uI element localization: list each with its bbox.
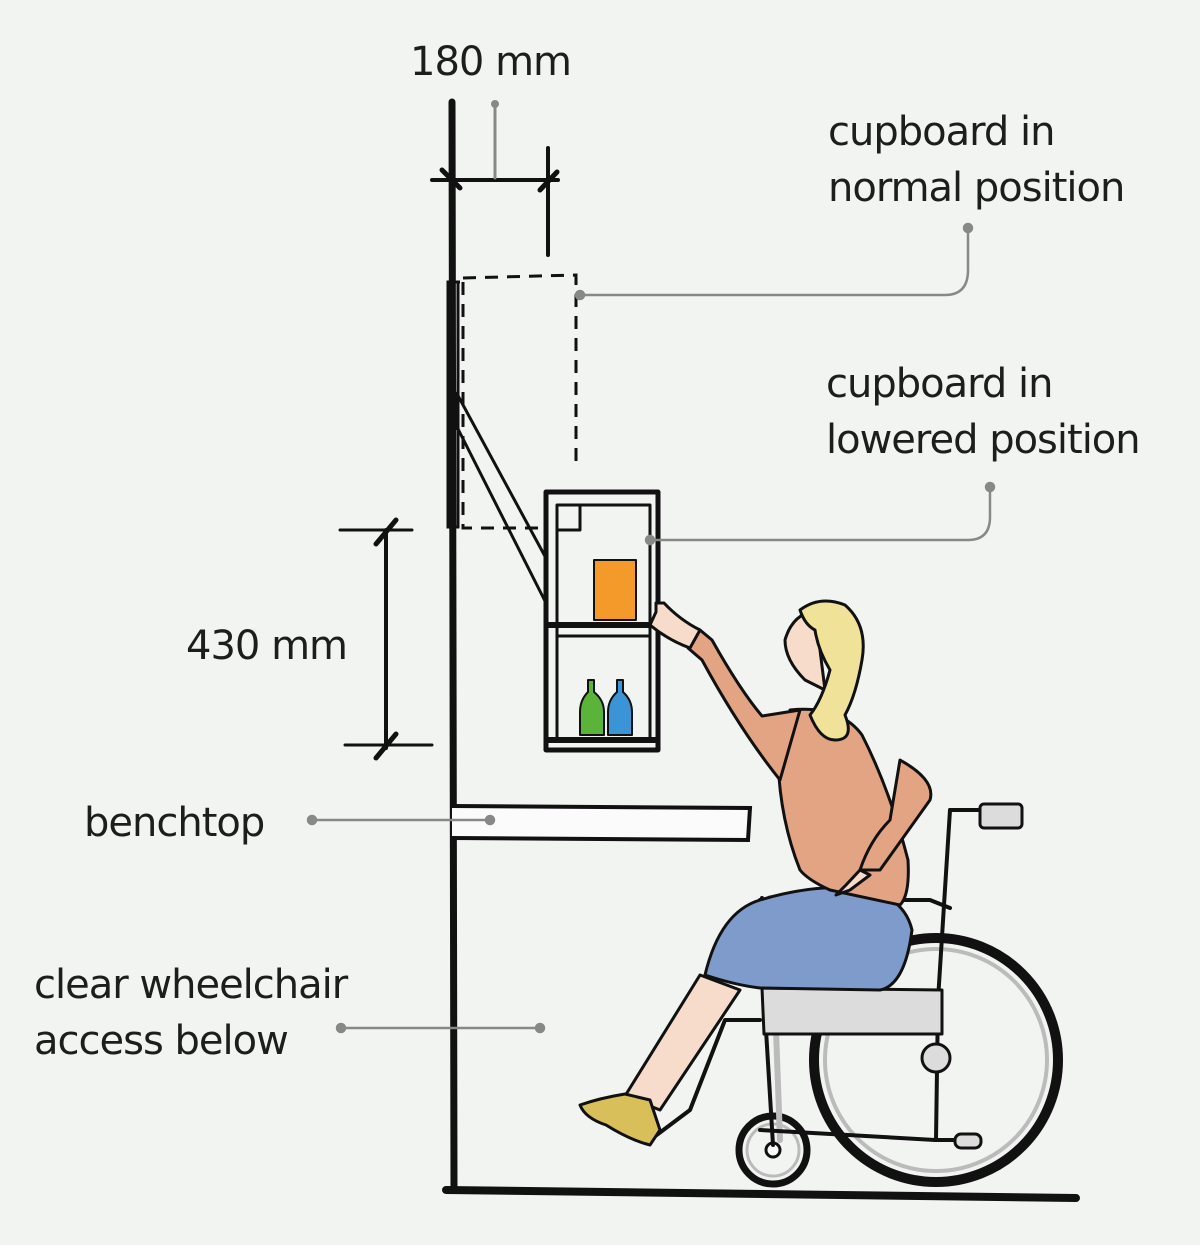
cupboard-normal-outline bbox=[446, 273, 578, 530]
floor-line bbox=[442, 1186, 1080, 1202]
cupboard-normal-label-line2: normal position bbox=[828, 165, 1125, 211]
side-dimension bbox=[338, 517, 434, 761]
top-dimension-label: 180 mm bbox=[410, 39, 572, 85]
wheelchair-user-figure bbox=[578, 599, 933, 1147]
wheelchair-access-label-line1: clear wheelchair bbox=[34, 962, 348, 1008]
lift-arm bbox=[454, 391, 549, 606]
wheelchair-icon bbox=[648, 802, 1063, 1188]
green-bottle-icon bbox=[579, 679, 605, 736]
cupboard-lowered-label-line2: lowered position bbox=[826, 417, 1141, 463]
jar-icon bbox=[593, 559, 637, 621]
side-dimension-label: 430 mm bbox=[186, 623, 348, 669]
benchtop-label: benchtop bbox=[84, 800, 265, 846]
cupboard-lowered bbox=[543, 489, 661, 753]
benchtop-shape bbox=[451, 804, 753, 843]
wall-and-floor bbox=[442, 98, 1080, 1202]
top-dimension bbox=[430, 100, 560, 257]
blue-bottle-icon bbox=[607, 679, 633, 736]
leader-lines bbox=[306, 222, 996, 1034]
cupboard-normal-label-line1: cupboard in bbox=[828, 109, 1055, 155]
wheelchair-access-label-line2: access below bbox=[34, 1018, 289, 1064]
cupboard-lowered-label-line1: cupboard in bbox=[826, 361, 1053, 407]
